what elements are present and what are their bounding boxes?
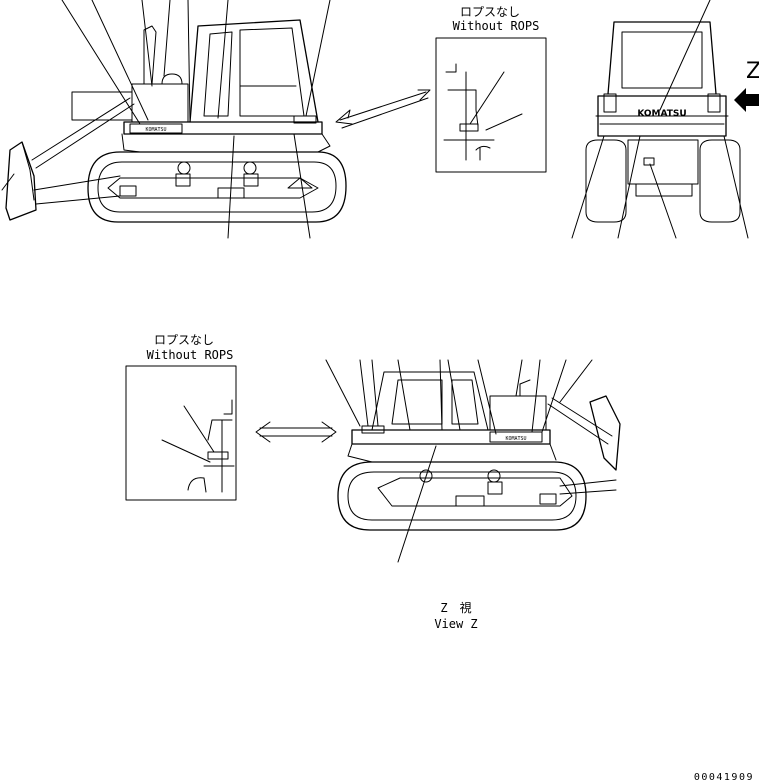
cab-door-window-front	[203, 31, 233, 117]
inset-body-outline-bottom	[207, 399, 233, 441]
bulldozer-side-view-bottom: KOMATSU	[325, 359, 621, 563]
double-arrow-top	[335, 89, 431, 129]
body-lower-rear	[317, 133, 331, 153]
drawing-code: 00041909	[694, 772, 754, 783]
lift-cylinder	[31, 97, 135, 169]
cab-frame	[189, 19, 319, 123]
rear-light-right	[707, 93, 721, 113]
rear-body-lines	[595, 115, 729, 125]
track-outer-bottom	[337, 461, 587, 531]
blade-edge	[21, 141, 35, 201]
sprocket-guard	[287, 177, 313, 189]
rear-light-left	[603, 93, 617, 113]
radiator-mask	[71, 91, 133, 121]
exhaust-bottom	[519, 379, 531, 397]
roller-bracket-b2	[487, 481, 503, 495]
leader-lines-rear	[571, 0, 749, 239]
rops-label-en-bottom: Without ROPS	[147, 348, 234, 362]
track-inner-bottom	[347, 471, 577, 521]
dozer-blade-bottom	[589, 395, 621, 471]
rear-cab-frame	[607, 21, 717, 95]
brand-plate-side-top	[129, 123, 183, 134]
leader-lines-side-bottom	[325, 359, 593, 563]
push-arm-bottom	[559, 479, 617, 495]
leader-lines-side-top	[61, 0, 331, 239]
brand-text-side-bottom: KOMATSU	[505, 436, 526, 442]
view-label-jp: Z 視	[440, 600, 471, 615]
brand-text-rear: KOMATSU	[637, 109, 686, 119]
track-frame	[107, 177, 319, 199]
inset-leaders-bottom	[161, 405, 215, 463]
cab-frame-bottom	[371, 371, 489, 431]
blade-detail	[1, 173, 15, 191]
rear-lower-frame	[635, 183, 693, 197]
rear-drawbar-housing	[627, 139, 699, 185]
inset-frame-top	[435, 37, 547, 173]
frame-box-b	[539, 493, 557, 505]
rear-window	[621, 31, 703, 89]
air-cleaner	[161, 73, 183, 85]
inset-without-rops-bottom	[125, 365, 237, 501]
inset-decal-bottom	[207, 451, 229, 460]
carrier-roller-b1	[419, 469, 433, 483]
body-lower-bottom	[347, 443, 557, 463]
rear-track-right	[699, 139, 741, 223]
carrier-roller-2	[243, 161, 257, 175]
exhaust-pipe	[143, 25, 157, 85]
inset-body-outline-top	[445, 63, 479, 127]
track-inner	[97, 161, 337, 213]
brand-plate-side-bottom	[489, 431, 543, 443]
track-frame-bottom	[377, 477, 573, 507]
double-arrow-bottom	[255, 421, 337, 443]
frame-box-b2	[455, 495, 485, 507]
rops-label-jp-bottom: ロプスなし	[154, 333, 214, 347]
roller-bracket-2	[243, 173, 259, 187]
inset-frame-bottom	[125, 365, 237, 501]
cab-window-rear	[239, 27, 305, 117]
decal-plate-cab	[293, 115, 317, 124]
rops-label-jp-top: ロプスなし	[460, 5, 520, 19]
rear-body	[597, 95, 727, 137]
cab-windows-bottom	[391, 379, 479, 425]
body-lower-front	[121, 133, 141, 153]
push-arm	[33, 175, 121, 205]
rear-track-left	[585, 139, 627, 223]
inset-without-rops-top	[435, 37, 547, 173]
lift-cylinder-bottom	[547, 397, 613, 445]
brand-text-side-top: KOMATSU	[145, 127, 166, 133]
view-direction-arrow	[734, 88, 759, 112]
roller-bracket-1	[175, 173, 191, 187]
view-marker-z: Z	[746, 59, 759, 84]
frame-box-left	[119, 185, 137, 197]
inset-leaders-top	[469, 71, 523, 131]
carrier-roller-1	[177, 161, 191, 175]
bulldozer-side-view-top: KOMATSU	[1, 0, 347, 239]
engine-hood-bottom	[489, 395, 547, 431]
view-label-en: View Z	[434, 617, 477, 631]
track-outer	[87, 151, 347, 223]
bulldozer-rear-view: KOMATSU Z	[571, 0, 759, 239]
rops-label-en-top: Without ROPS	[453, 19, 540, 33]
inset-decal-top	[459, 123, 479, 132]
inset-hook-top	[475, 145, 491, 161]
rear-decal-plate	[643, 157, 655, 166]
inset-hook-bottom	[187, 477, 207, 493]
